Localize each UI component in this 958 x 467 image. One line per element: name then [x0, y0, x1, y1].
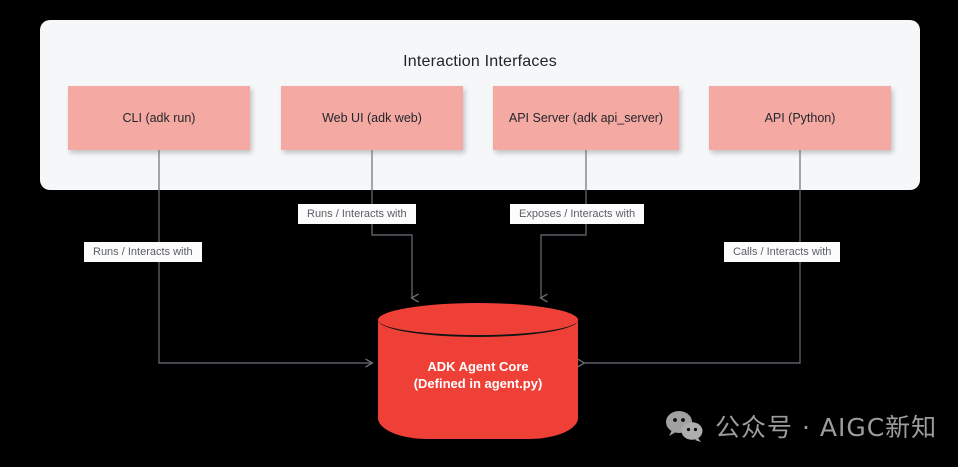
node-cli-label: CLI (adk run) [122, 110, 196, 125]
node-cli[interactable]: CLI (adk run) [68, 86, 250, 150]
edge-apiserver-to-core [541, 150, 587, 298]
node-api-python-label: API (Python) [764, 110, 836, 125]
node-api-server[interactable]: API Server (adk api_server) [493, 86, 679, 150]
node-adk-agent-core[interactable]: ADK Agent Core (Defined in agent.py) [378, 303, 578, 439]
node-api-python[interactable]: API (Python) [709, 86, 891, 150]
node-web-ui-label: Web UI (adk web) [322, 110, 422, 125]
node-core-label: ADK Agent Core (Defined in agent.py) [378, 358, 578, 392]
node-core-line1: ADK Agent Core [427, 359, 529, 374]
edge-cli-to-core [158, 150, 372, 363]
watermark: 公众号 · AIGC新知 [665, 404, 937, 448]
edge-apipython-to-core [584, 150, 801, 363]
cylinder-top [378, 303, 578, 337]
node-web-ui[interactable]: Web UI (adk web) [281, 86, 463, 150]
node-api-server-label: API Server (adk api_server) [508, 110, 664, 125]
wechat-icon [666, 411, 703, 442]
edge-label-api-python: Calls / Interacts with [724, 242, 841, 262]
watermark-text: 公众号 · AIGC新知 [715, 413, 938, 442]
panel-title: Interaction Interfaces [403, 53, 557, 70]
edge-label-cli: Runs / Interacts with [84, 242, 202, 262]
edge-label-webui: Runs / Interacts with [298, 204, 416, 224]
node-core-line2: (Defined in agent.py) [413, 376, 543, 391]
edge-webui-to-core [371, 150, 412, 298]
edge-label-api-server: Exposes / Interacts with [510, 204, 645, 224]
